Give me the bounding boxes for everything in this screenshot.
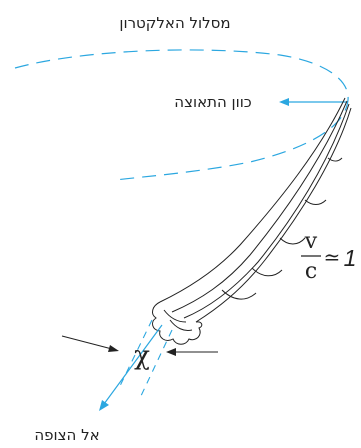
angle-arrow-right	[166, 348, 218, 356]
electron-orbit	[14, 49, 349, 181]
velocity-ratio: v c ≃ 1	[301, 229, 356, 284]
approx-value: 1	[344, 245, 357, 271]
angle-symbol: χ	[134, 341, 150, 371]
velocity-denominator: c	[305, 259, 317, 284]
approx-sign: ≃	[324, 245, 341, 269]
observer-label: אל הצופה	[34, 426, 99, 444]
orbit-label: מסלול האלקטרון	[119, 14, 230, 32]
angle-arrow-left	[61, 335, 119, 352]
radiation-cone	[152, 97, 352, 345]
acceleration-arrow	[279, 98, 346, 106]
acceleration-label: כוון התאוצה	[174, 93, 251, 111]
velocity-numerator: v	[304, 229, 318, 254]
observer-direction	[99, 319, 173, 411]
